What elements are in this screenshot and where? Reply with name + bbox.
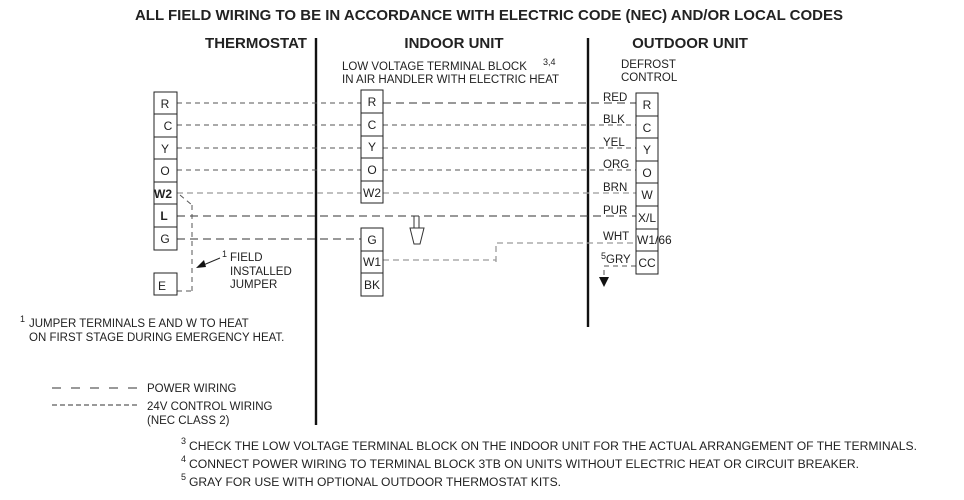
wire-label-pur: PUR [603,205,627,217]
note4-text: CONNECT POWER WIRING TO TERMINAL BLOCK 3… [189,459,859,471]
jumper-sup: 1 [222,249,227,259]
wire-label-gry: GRY [606,254,631,266]
outdoor-terminal-w: W [641,188,653,202]
indoor-subtitle-sup: 3,4 [543,57,556,67]
outdoor-subtitle-line1: DEFROST [621,59,676,71]
indoor-terminal-w1: W1 [363,255,381,269]
legend-control-label-line2: (NEC CLASS 2) [147,415,230,427]
outdoor-terminal-cc: CC [638,256,656,270]
footnote1-sup: 1 [20,314,25,324]
disconnect-symbol [409,216,425,245]
wire-label-gry-sup: 5 [601,251,606,261]
jumper-label-line2: INSTALLED [230,266,292,278]
thermostat-terminal-c: C [164,119,173,133]
thermostat-terminal-w2: W2 [154,187,172,201]
indoor-terminal-y: Y [368,140,376,154]
outdoor-terminal-w1-66: W1/66 [637,233,672,247]
thermostat-heading: THERMOSTAT [205,35,307,52]
wire-label-wht: WHT [603,231,629,243]
thermostat-terminal-l: L [160,209,167,223]
note4-sup: 4 [181,454,186,464]
note3-text: CHECK THE LOW VOLTAGE TERMINAL BLOCK ON … [189,441,917,453]
thermostat-terminal-y: Y [161,142,169,156]
outdoor-unit-heading: OUTDOOR UNIT [632,35,748,52]
wire-label-blk: BLK [603,114,625,126]
outdoor-subtitle-line2: CONTROL [621,72,678,84]
indoor-subtitle-line2: IN AIR HANDLER WITH ELECTRIC HEAT [342,74,559,86]
jumper-arrow-icon [196,260,206,268]
footnote1-line2: ON FIRST STAGE DURING EMERGENCY HEAT. [29,332,284,344]
jumper-label-line1: FIELD [230,252,263,264]
wire-color-labels: RED BLK YEL ORG BRN PUR WHT 5 GRY [601,92,631,266]
indoor-subtitle-line1: LOW VOLTAGE TERMINAL BLOCK [342,61,527,73]
gry-arrow-icon [599,277,609,287]
indoor-terminals: R C Y O W2 G W1 BK [360,89,384,297]
wire-w1-outdoor [495,242,636,262]
wire-label-red: RED [603,92,627,104]
note5-sup: 5 [181,472,186,482]
wire-label-org: ORG [603,159,629,171]
thermostat-terminal-g: G [160,232,169,246]
field-jumper [177,194,221,292]
thermostat-terminal-r: R [161,97,170,111]
indoor-terminal-c: C [368,118,377,132]
thermostat-terminals: R C Y O W2 L G E [153,91,178,296]
note3-sup: 3 [181,436,186,446]
thermostat-terminal-e: E [158,279,166,293]
wire-label-brn: BRN [603,182,627,194]
outdoor-terminals: R C Y O W X/L W1/66 CC [635,92,672,275]
note5-text: GRAY FOR USE WITH OPTIONAL OUTDOOR THERM… [189,477,561,489]
legend-power-label: POWER WIRING [147,383,236,395]
wires [177,102,636,280]
wire-gry [603,265,636,280]
thermostat-terminal-o: O [160,164,169,178]
indoor-terminal-o: O [367,163,376,177]
indoor-terminal-g: G [367,233,376,247]
footnote1-line1: JUMPER TERMINALS E AND W TO HEAT [29,318,249,330]
legend-control-label-line1: 24V CONTROL WIRING [147,401,273,413]
indoor-unit-heading: INDOOR UNIT [404,35,503,52]
outdoor-terminal-c: C [643,121,652,135]
diagram-title: ALL FIELD WIRING TO BE IN ACCORDANCE WIT… [135,7,843,24]
indoor-terminal-r: R [368,95,377,109]
indoor-terminal-w2: W2 [363,186,381,200]
wire-label-yel: YEL [603,137,625,149]
outdoor-terminal-r: R [643,98,652,112]
jumper-label-line3: JUMPER [230,279,277,291]
outdoor-terminal-o: O [642,166,651,180]
indoor-terminal-bk: BK [364,278,380,292]
outdoor-terminal-xl: X/L [638,211,656,225]
outdoor-terminal-y: Y [643,143,651,157]
